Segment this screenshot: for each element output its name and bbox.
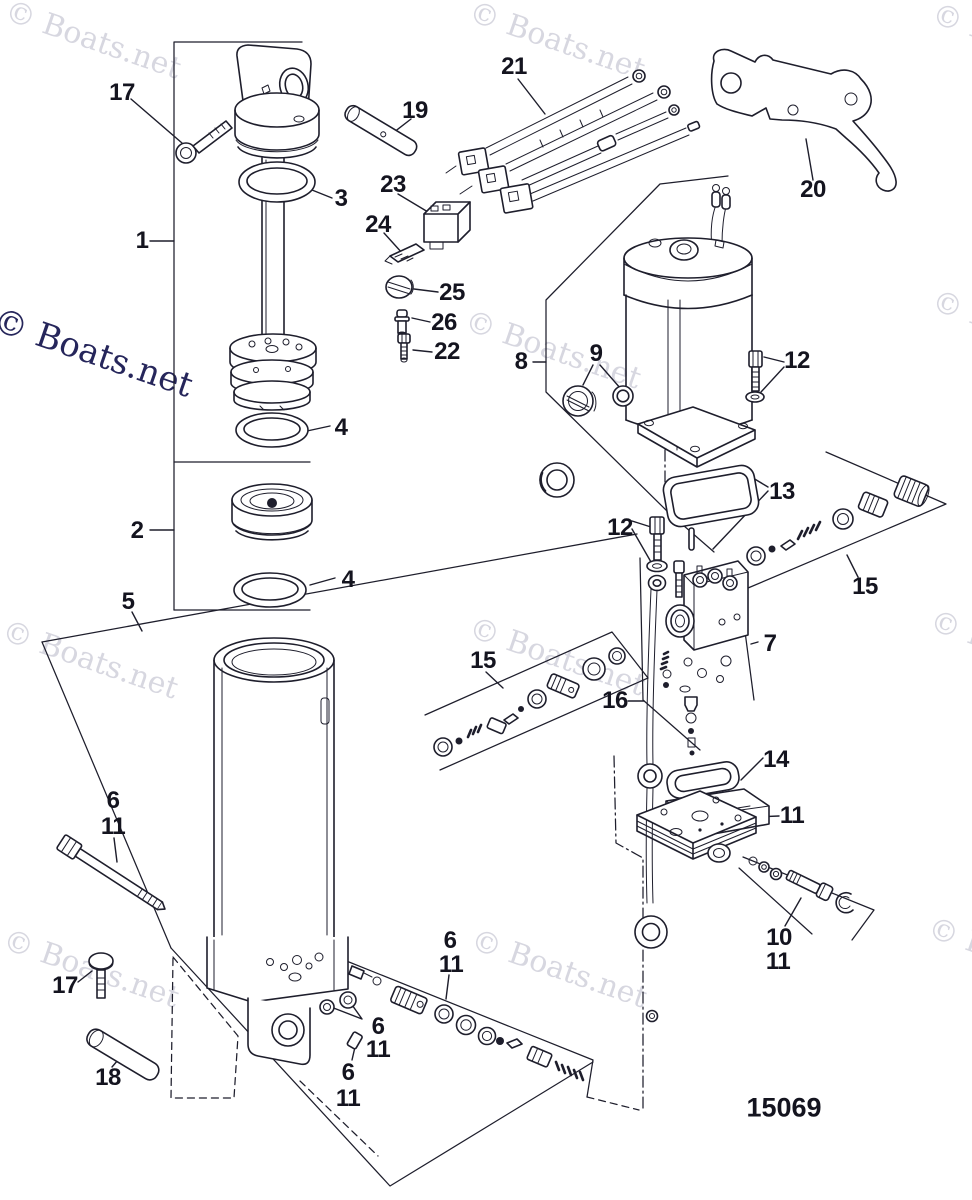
relay-23 [423, 201, 471, 250]
part-callout-9: 9 [589, 340, 603, 367]
part-callout-16: 16 [602, 687, 628, 714]
part-callout-21: 21 [501, 53, 527, 80]
part-callout-7: 7 [763, 630, 777, 657]
part-callout-10: 10 [766, 924, 792, 951]
clip-24 [384, 243, 425, 265]
part-callout-13: 13 [769, 478, 795, 505]
plug-9 [562, 385, 634, 417]
part-callout-11: 11 [365, 1036, 391, 1063]
part-callout-6: 6 [341, 1059, 355, 1086]
part-callout-17: 17 [52, 972, 78, 999]
group-leader-lines [77, 78, 859, 1068]
part-callout-1: 1 [135, 227, 149, 254]
part-callout-8: 8 [514, 348, 528, 375]
part-callout-6: 6 [443, 927, 457, 954]
part-callout-3: 3 [334, 185, 348, 212]
bracket-20 [710, 48, 897, 192]
part-callout-18: 18 [95, 1064, 121, 1091]
rod-16 [634, 574, 668, 949]
wiring-harness-21 [445, 69, 701, 214]
trim-rod-assembly [229, 44, 320, 411]
part-callout-15: 15 [470, 647, 496, 674]
motor-8 [539, 184, 756, 498]
o-ring-4-upper [235, 412, 309, 448]
part-callout-11: 11 [335, 1085, 361, 1112]
part-callout-12: 12 [784, 347, 810, 374]
gasket-13 [662, 464, 760, 551]
part-callout-23: 23 [380, 171, 406, 198]
part-callout-5: 5 [121, 588, 135, 615]
part-callout-25: 25 [439, 279, 465, 306]
bolt-12-left [646, 516, 685, 598]
part-callout-6: 6 [106, 787, 120, 814]
part-callout-11: 11 [100, 813, 126, 840]
part-callout-6: 6 [371, 1013, 385, 1040]
group-brackets [41, 41, 947, 1187]
piston-2 [231, 483, 313, 541]
o-ring-3 [238, 161, 316, 203]
seal-kit-15-left [433, 647, 626, 757]
part-callout-17: 17 [109, 79, 135, 106]
part-callout-11: 11 [438, 951, 464, 978]
bolt-6-11-long [56, 834, 166, 911]
part-callout-26: 26 [431, 309, 457, 336]
part-callout-4: 4 [341, 566, 355, 593]
part-callout-12: 12 [607, 514, 633, 541]
part-callout-22: 22 [434, 338, 460, 365]
diagram-number: 15069 [746, 1092, 822, 1123]
seal-kit-15-right [746, 475, 930, 566]
part-callout-20: 20 [800, 176, 826, 203]
pump-assembly-7 [659, 560, 749, 756]
bolt-17-top [175, 120, 233, 164]
part-callout-14: 14 [763, 746, 789, 773]
part-callout-15: 15 [852, 573, 878, 600]
pin-19 [344, 104, 418, 157]
part-callout-2: 2 [130, 517, 144, 544]
part-callout-11: 11 [779, 802, 805, 829]
cap-screw-25 [385, 275, 414, 299]
bolt-12-right [745, 350, 765, 403]
valve-kit-6-11 [348, 965, 659, 1082]
part-callout-19: 19 [402, 97, 428, 124]
part-callout-4: 4 [334, 414, 348, 441]
manifold-plate-11 [636, 790, 757, 863]
washers-6-11 [319, 991, 363, 1050]
pin-18 [86, 1028, 160, 1081]
screw-17-bottom [88, 952, 114, 999]
o-ring-4-lower [233, 572, 307, 608]
cylinder-body-5 [206, 637, 349, 1066]
bolt-22 [397, 333, 411, 363]
part-callout-11: 11 [765, 948, 791, 975]
part-callout-24: 24 [365, 211, 391, 238]
shaft-kit-10 [748, 856, 854, 914]
